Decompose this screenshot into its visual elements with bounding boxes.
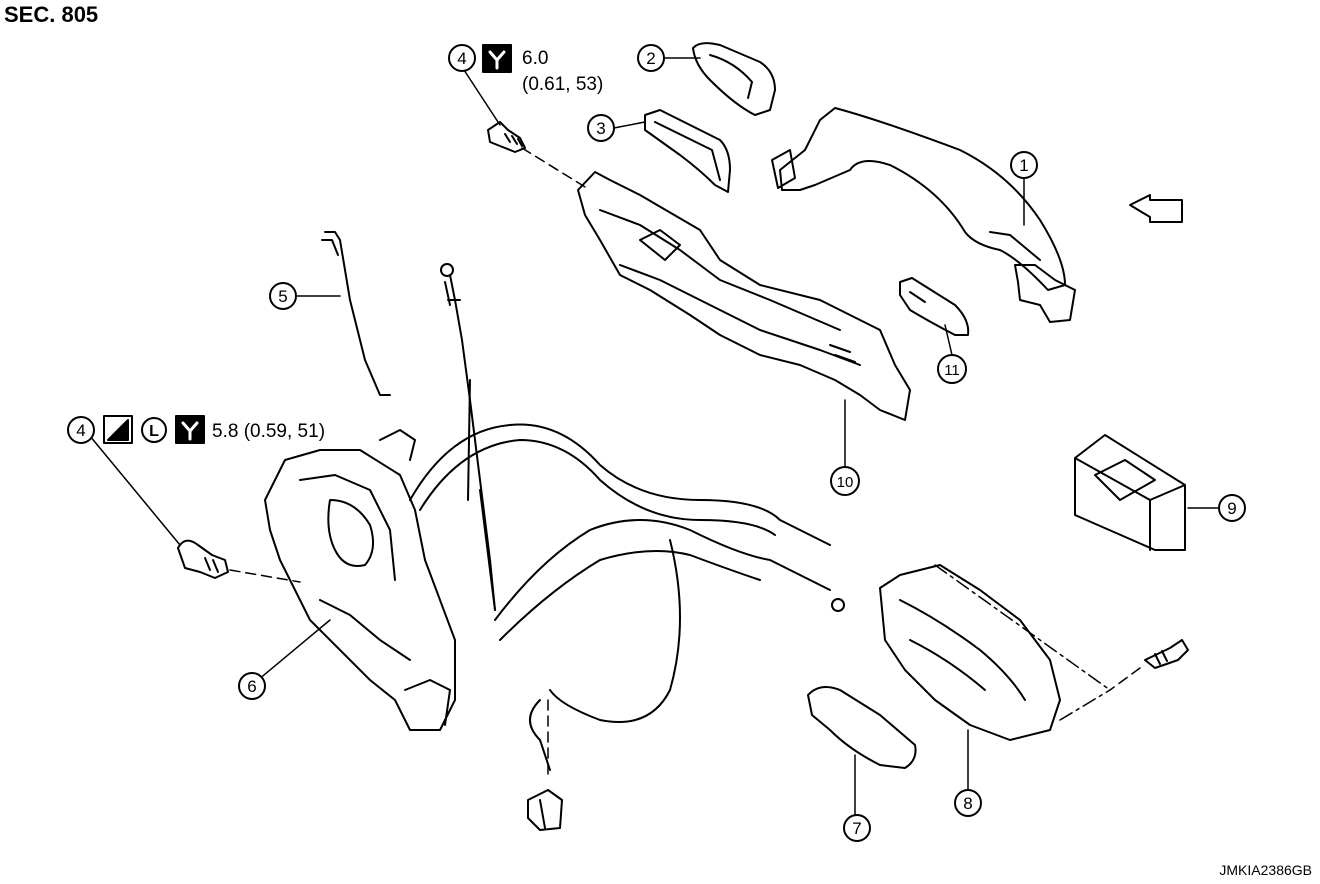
callout-6: 6 bbox=[238, 672, 266, 700]
lock-cables bbox=[409, 274, 831, 781]
sound-insulator bbox=[1074, 434, 1186, 551]
leader-lines bbox=[84, 57, 1219, 827]
upper-bolt bbox=[487, 121, 526, 153]
cable-end-upper bbox=[440, 263, 454, 277]
inside-handle-bolt bbox=[1144, 639, 1189, 669]
torque-upper-value: 6.0 bbox=[522, 48, 548, 69]
svg-text:1: 1 bbox=[1019, 156, 1028, 175]
cable-end-lower bbox=[831, 598, 845, 612]
svg-text:8: 8 bbox=[963, 794, 972, 813]
lower-bolt bbox=[177, 539, 229, 579]
callout-8: 8 bbox=[954, 789, 982, 817]
svg-text:5: 5 bbox=[278, 287, 287, 306]
svg-text:3: 3 bbox=[596, 119, 605, 138]
svg-text:9: 9 bbox=[1227, 499, 1236, 518]
callout-1: 1 bbox=[1010, 151, 1038, 179]
callout-7: 7 bbox=[843, 814, 871, 842]
cable-clip bbox=[527, 789, 563, 831]
svg-text:6: 6 bbox=[247, 677, 256, 696]
handle-pad bbox=[899, 277, 970, 336]
figure-code: JMKIA2386GB bbox=[1219, 862, 1312, 878]
sealant-icon bbox=[103, 415, 133, 444]
svg-text:10: 10 bbox=[837, 474, 854, 491]
callout-3: 3 bbox=[587, 114, 615, 142]
callout-4-upper: 4 bbox=[448, 44, 476, 72]
svg-text:2: 2 bbox=[646, 49, 655, 68]
svg-text:4: 4 bbox=[76, 421, 85, 440]
lock-rod bbox=[321, 231, 391, 396]
inside-handle-escutcheon bbox=[807, 685, 917, 769]
gasket bbox=[644, 109, 731, 193]
callout-11: 11 bbox=[937, 354, 967, 384]
locking-sealant-icon bbox=[141, 417, 167, 443]
callout-10: 10 bbox=[830, 466, 860, 496]
callout-2: 2 bbox=[637, 44, 665, 72]
torque-wrench-icon bbox=[482, 44, 512, 73]
callout-4-lower: 4 bbox=[67, 416, 95, 444]
torque-lower-value: 5.8 (0.59, 51) bbox=[212, 421, 325, 442]
locking-sealant-letter: L bbox=[149, 423, 159, 440]
bolt-guide-line-inside bbox=[1109, 667, 1141, 691]
bolt-guide-line-upper bbox=[521, 147, 591, 191]
inside-handle-guide-line-2 bbox=[1059, 689, 1111, 721]
section-title: SEC. 805 bbox=[4, 2, 99, 27]
inside-handle bbox=[879, 564, 1061, 741]
bolt-guide-line-lower bbox=[229, 569, 301, 583]
escutcheon bbox=[692, 42, 776, 116]
torque-wrench-icon bbox=[175, 415, 205, 444]
front-arrow-icon bbox=[1129, 194, 1183, 223]
inside-handle-guide-line bbox=[934, 564, 1111, 691]
svg-text:4: 4 bbox=[457, 49, 466, 68]
door-lock-actuator bbox=[264, 429, 456, 731]
svg-text:11: 11 bbox=[944, 362, 960, 379]
svg-text:7: 7 bbox=[852, 819, 861, 838]
callout-9: 9 bbox=[1218, 494, 1246, 522]
outside-handle-bracket bbox=[577, 171, 911, 421]
callout-5: 5 bbox=[269, 282, 297, 310]
torque-upper-units: (0.61, 53) bbox=[522, 74, 603, 95]
outside-handle bbox=[771, 107, 1076, 323]
